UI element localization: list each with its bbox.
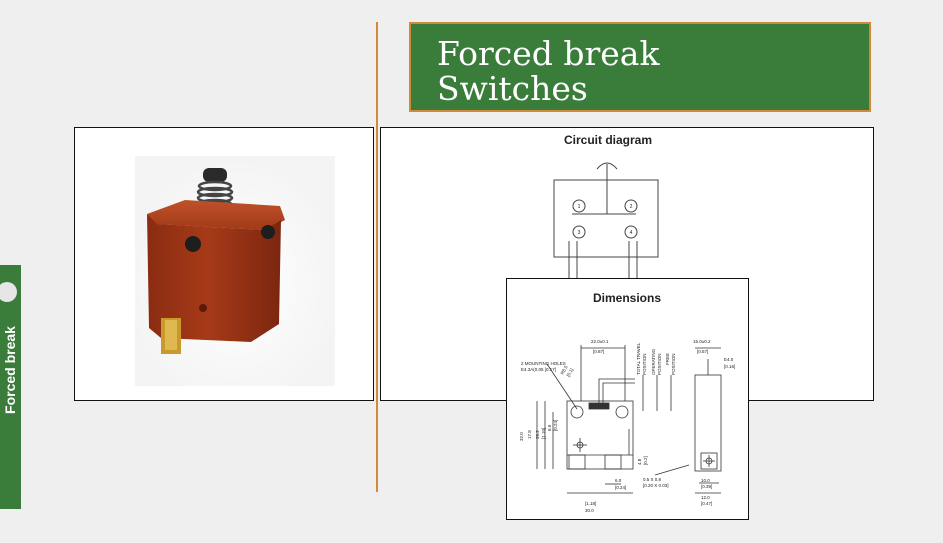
dimensions-drawing: 2 MOUNTING HOLES E4.3A(0.05 [0.17] 22.0±… <box>519 339 735 513</box>
dim-mounting-holes: 2 MOUNTING HOLES <box>521 361 566 366</box>
terminal-4: 4 <box>630 230 633 236</box>
dim-travel-position: POSITION <box>642 353 647 375</box>
dim-side-width: 15.0±0.2 <box>693 339 711 344</box>
section-tab[interactable] <box>0 265 21 509</box>
terminal-2: 2 <box>630 204 633 210</box>
switch-photo <box>135 156 335 386</box>
circuit-diagram-title: Circuit diagram <box>563 133 653 147</box>
dim-height-2: 17.8 <box>527 430 532 439</box>
product-photo-panel <box>74 127 374 401</box>
dim-side-a-inch: [0.39] <box>701 484 712 489</box>
page-title: Forced break Switches <box>437 36 659 106</box>
dim-width-top-inch: [0.87] <box>593 349 604 354</box>
circuit-diagram: 1 2 3 4 <box>553 162 659 280</box>
dim-tab-size-inch: [0.20 X 0.03] <box>643 483 669 488</box>
section-tab-label: Forced break <box>2 326 18 414</box>
dim-radius: R8.5 <box>560 364 569 375</box>
dim-height-3: 26.2 <box>535 430 540 439</box>
dim-tab-width: 6.0 <box>615 478 622 483</box>
dim-width-top: 22.0±0.1 <box>591 339 609 344</box>
terminal-3: 3 <box>578 230 581 236</box>
dim-operating: OPERATING <box>651 348 656 375</box>
dim-radius-inch: [0.1] <box>566 367 575 377</box>
dim-free-position: POSITION <box>671 353 676 375</box>
dim-mounting-holes-size: E4.3A(0.05 [0.17] <box>521 367 556 372</box>
dim-diameter: E4.0 <box>724 357 734 362</box>
dim-height-4: 6.0 <box>547 424 552 431</box>
terminal-1: 1 <box>578 204 581 210</box>
dim-height-5-inch: [0.2] <box>643 456 648 465</box>
dim-side-b: 12.0 <box>701 495 710 500</box>
dim-width-total-inch: [1.18] <box>585 501 596 506</box>
dim-width-total: 30.0 <box>585 508 594 513</box>
divider-line <box>376 22 378 492</box>
dim-tab-width-inch: [0.24] <box>615 485 626 490</box>
dim-side-b-inch: [0.47] <box>701 501 712 506</box>
dimensions-title: Dimensions <box>592 291 661 305</box>
dim-height-3-inch: [1.10] <box>541 428 546 439</box>
dim-side-a: 10.0 <box>701 478 710 483</box>
page-title-line1: Forced break <box>437 34 660 73</box>
tab-dot <box>0 282 17 302</box>
dim-height-4-inch: [0.24] <box>553 420 558 431</box>
dim-operating-position: POSITION <box>657 353 662 375</box>
title-banner: Forced break Switches <box>409 22 871 112</box>
dim-free: FREE <box>665 353 670 365</box>
dimensions-panel: Dimensions <box>506 278 749 520</box>
dim-diameter-inch: [0.16] <box>724 364 735 369</box>
dim-tab-size: 0.5 X 0.8 <box>643 477 662 482</box>
dim-side-width-inch: [0.57] <box>697 349 708 354</box>
dim-height-5: 4.8 <box>637 458 642 465</box>
dim-total-travel: TOTAL TRAVEL <box>636 342 641 375</box>
dim-height-total: 32.0 <box>519 432 524 441</box>
page-title-line2: Switches <box>437 69 588 108</box>
